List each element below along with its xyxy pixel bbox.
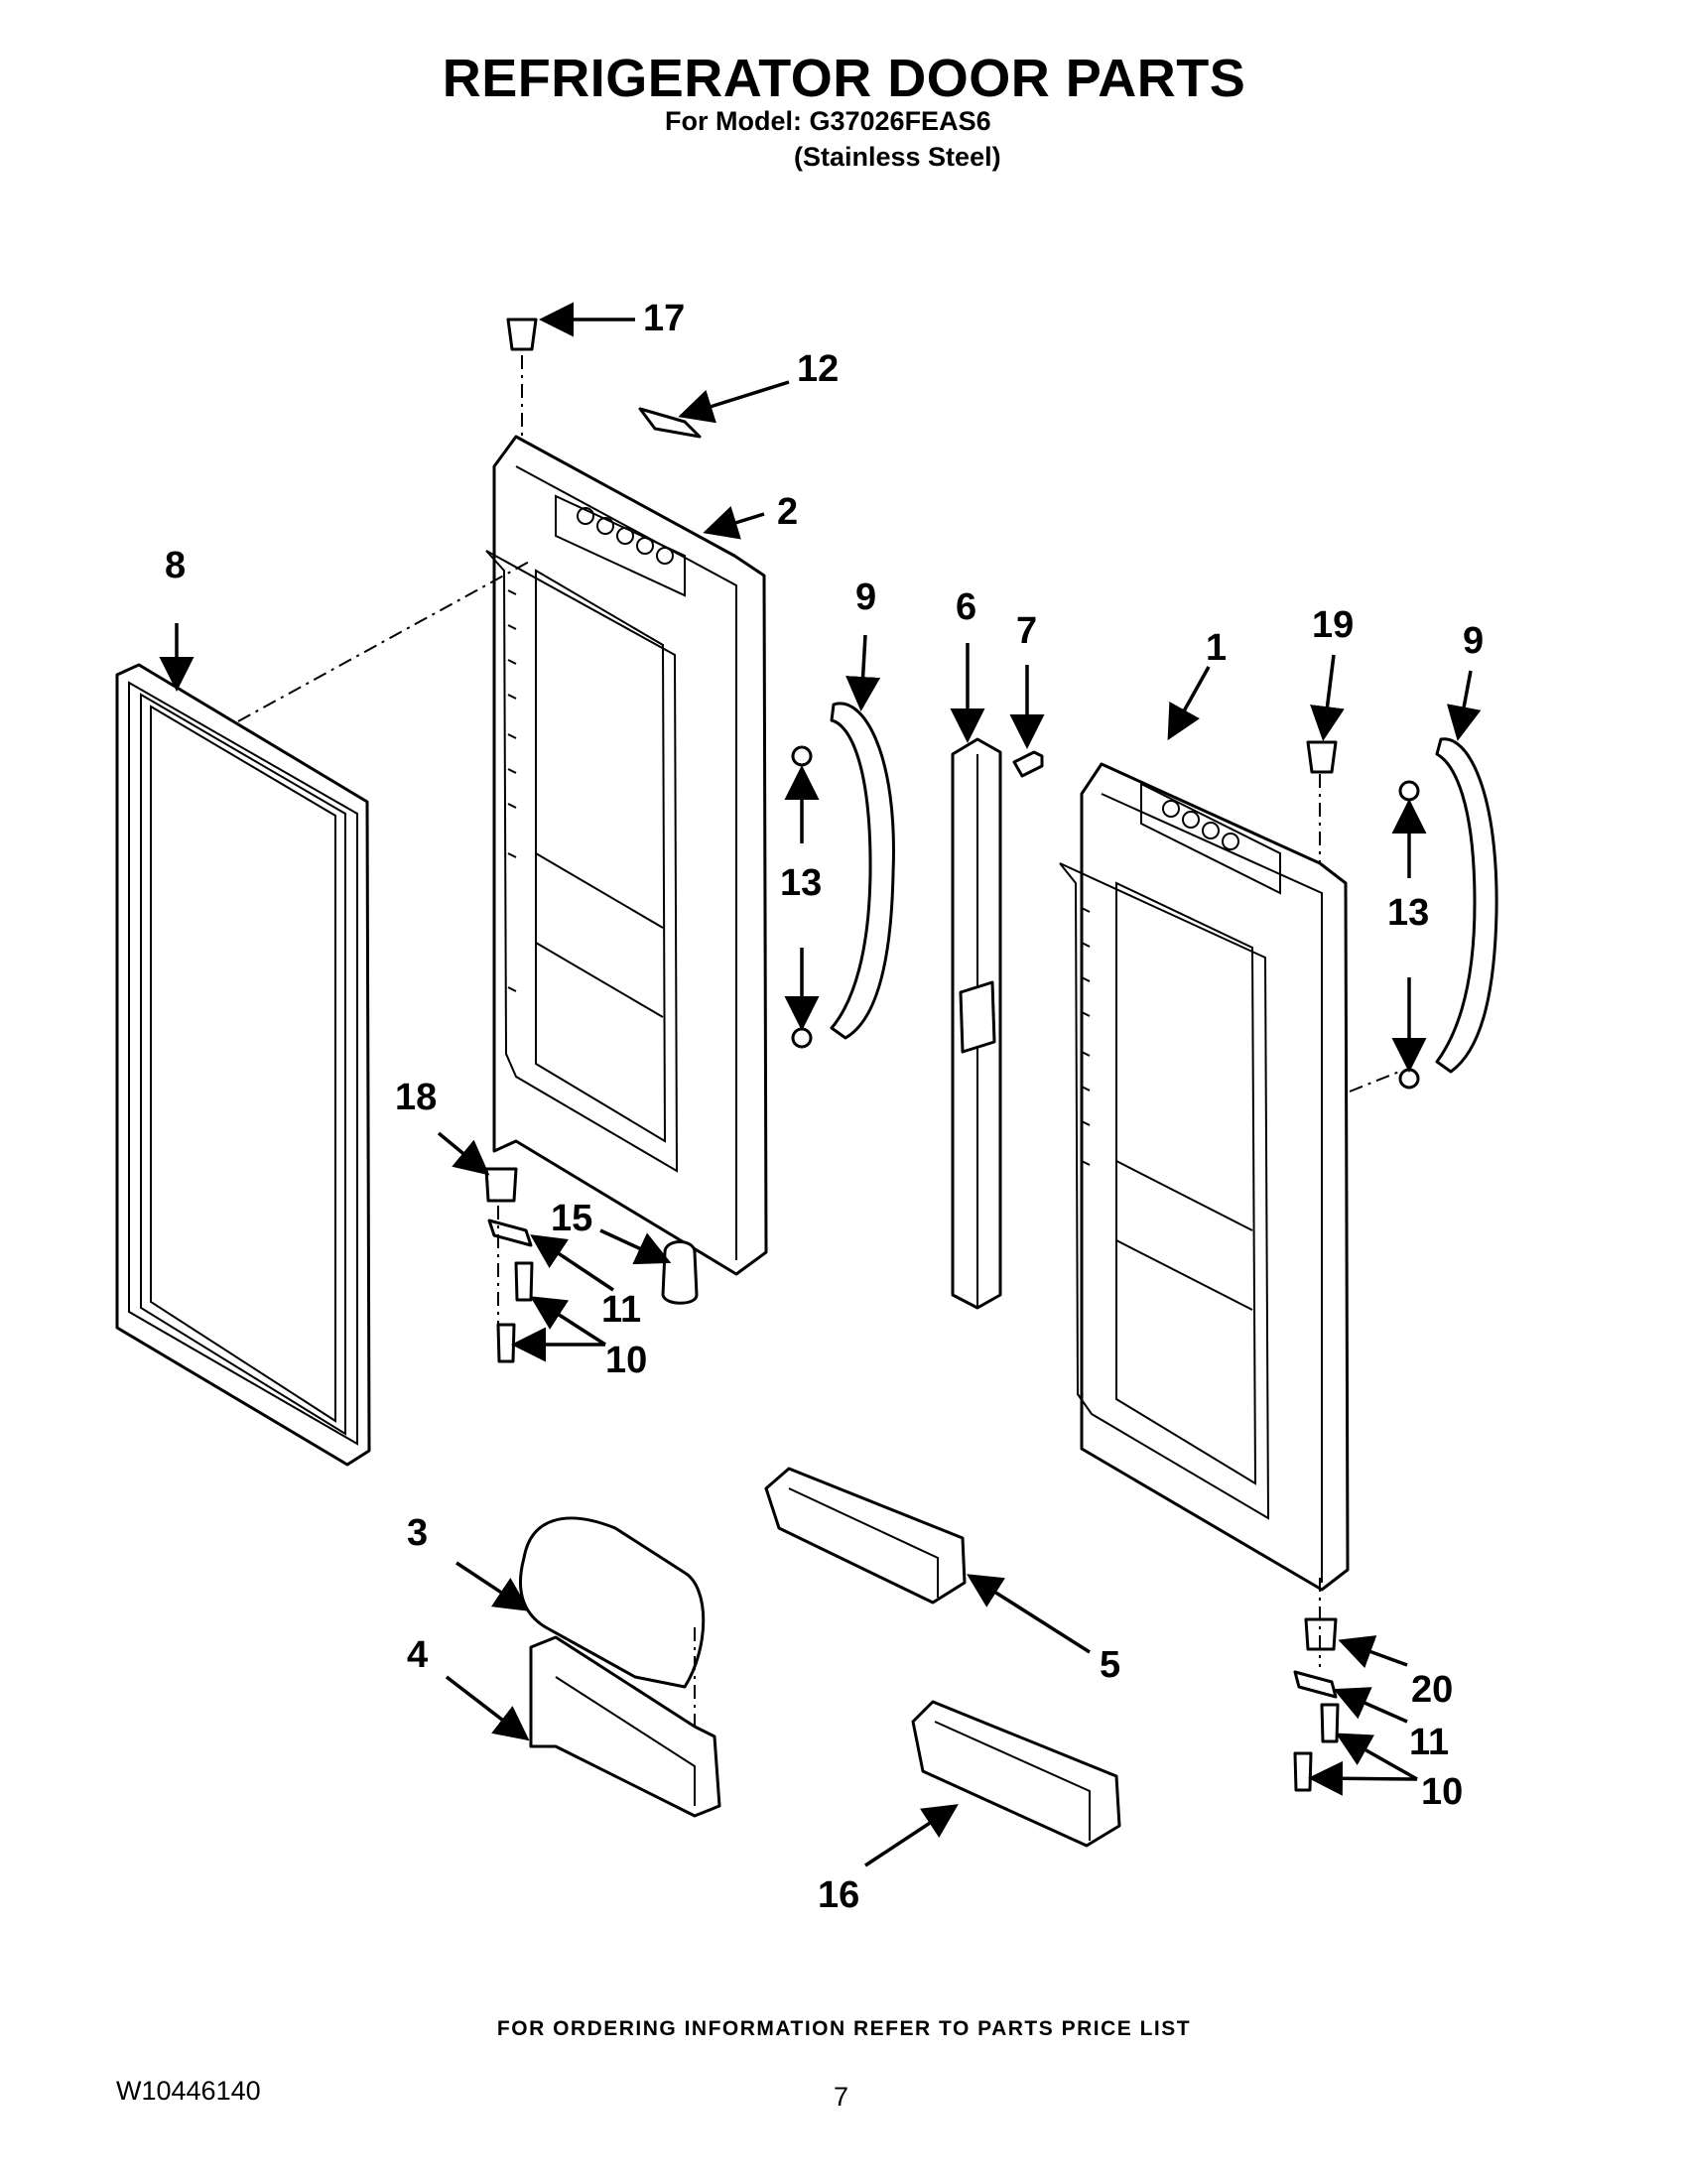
callout-5: 5 <box>1100 1644 1120 1686</box>
finish-line: (Stainless Steel) <box>794 142 1001 172</box>
callout-12: 12 <box>797 348 839 390</box>
lower-bushing-part <box>484 1167 518 1203</box>
lower-door-bin-part <box>911 1700 1121 1848</box>
callout-19: 19 <box>1312 604 1354 646</box>
callout-17: 17 <box>643 298 685 339</box>
hinge-screw-part <box>496 1323 516 1363</box>
mullion-screw-part <box>1012 750 1044 778</box>
hinge-screw-part <box>1320 1703 1340 1743</box>
callout-16: 16 <box>818 1874 859 1916</box>
left-door-liner-part <box>485 435 768 1276</box>
handle-stud-part <box>791 745 813 767</box>
handle-stud-part <box>1398 780 1420 802</box>
hinge-plate-part <box>487 1219 533 1247</box>
callout-20: 20 <box>1411 1669 1453 1711</box>
right-hinge-plate-part <box>1293 1670 1338 1699</box>
right-top-bushing-part <box>1306 740 1338 774</box>
callout-13-left: 13 <box>780 862 822 904</box>
dairy-bin-part <box>529 1635 721 1818</box>
right-door-handle-part <box>1435 737 1498 1074</box>
callout-11-left: 11 <box>601 1289 641 1331</box>
door-bin-part <box>764 1467 967 1605</box>
center-mullion-part <box>951 737 1002 1310</box>
callout-9-left: 9 <box>855 577 876 618</box>
callout-13-right: 13 <box>1387 892 1429 934</box>
callout-3: 3 <box>407 1512 428 1554</box>
right-lower-bushing-part <box>1304 1617 1338 1651</box>
left-door-handle-part <box>830 702 895 1040</box>
door-gasket-part <box>115 663 371 1467</box>
hinge-screw-part <box>514 1261 534 1302</box>
callout-1: 1 <box>1206 627 1227 669</box>
callout-8: 8 <box>165 545 186 586</box>
page-number: 7 <box>834 2082 849 2112</box>
callout-6: 6 <box>956 586 976 628</box>
page-title: REFRIGERATOR DOOR PARTS <box>442 49 1246 108</box>
hinge-screw-part <box>1293 1751 1313 1792</box>
callout-11-right: 11 <box>1409 1722 1449 1763</box>
callout-4: 4 <box>407 1634 428 1676</box>
top-hinge-bushing-part <box>506 318 538 351</box>
callout-9-right: 9 <box>1463 620 1484 662</box>
handle-stud-part <box>791 1027 813 1049</box>
handle-stud-part <box>1398 1068 1420 1090</box>
hinge-shim-part <box>638 407 702 439</box>
callout-10-left: 10 <box>605 1340 647 1381</box>
ordering-note: FOR ORDERING INFORMATION REFER TO PARTS … <box>496 2017 1192 2040</box>
callout-18: 18 <box>395 1077 437 1118</box>
model-line: For Model: G37026FEAS6 <box>665 106 991 136</box>
door-stop-part <box>661 1240 699 1305</box>
callout-2: 2 <box>777 491 798 533</box>
callout-15: 15 <box>551 1198 592 1239</box>
right-door-liner-part <box>1059 762 1350 1592</box>
callout-10-right: 10 <box>1421 1771 1463 1813</box>
document-id: W10446140 <box>116 2076 261 2106</box>
callout-7: 7 <box>1016 610 1037 652</box>
